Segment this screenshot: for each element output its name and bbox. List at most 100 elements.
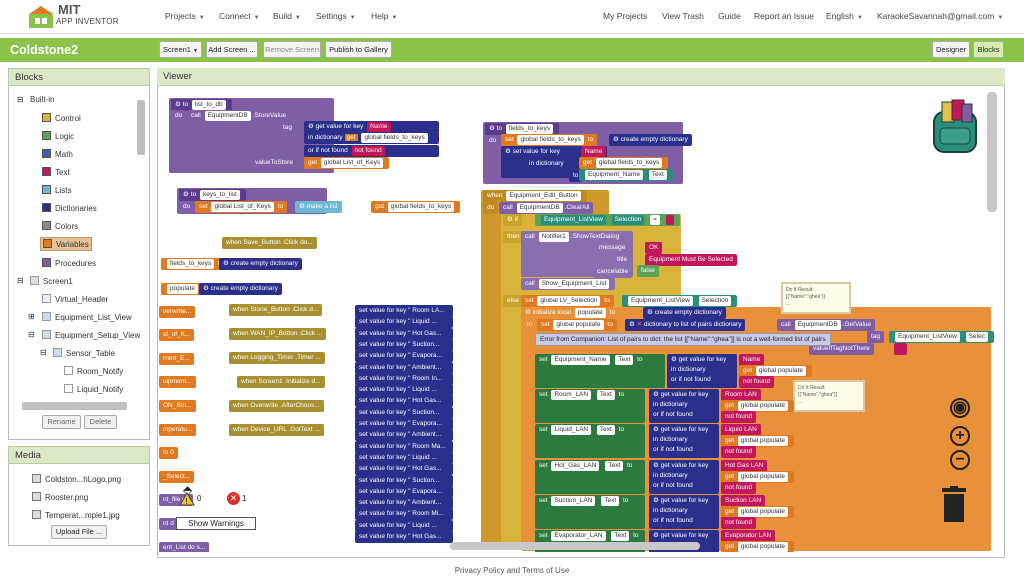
set-lv-selection[interactable]: set global LV_Selection to [521, 295, 614, 307]
set-value-for-key-block[interactable]: set value for key " Room Mi... [355, 508, 453, 521]
set-fields-to-keys[interactable]: set global fields_to_keys to [501, 134, 598, 146]
set-text-row[interactable]: set Hot_Gas_LAN Text to [535, 460, 645, 494]
tree-equipment-list-view[interactable]: Equipment_List_View [42, 312, 132, 322]
set-value-for-key-block[interactable]: set value for key " Ambient... [355, 361, 453, 374]
nav-connect[interactable]: Connect▼ [219, 11, 260, 21]
set-value-for-key-block[interactable]: set value for key " Hot Gas... [355, 463, 453, 476]
delete-button[interactable]: Delete [84, 415, 117, 429]
drawer-dictionaries[interactable]: Dictionaries [42, 203, 97, 213]
proc-header[interactable]: ⚙ to list_to_db [171, 99, 232, 111]
tree-toggle-equipment-list-view[interactable]: ⊞ [28, 312, 35, 321]
key-text[interactable]: Evaporator LAN [721, 530, 776, 542]
do-it-result-note[interactable]: Do It Result:[{"Name":"ghea"}]... [781, 282, 851, 314]
create-empty-dict-trunc[interactable]: ⚙ create empty dictionary [219, 258, 302, 270]
event-header[interactable]: when Equipment_Edit_Button [483, 190, 587, 202]
nav-build[interactable]: Build▼ [273, 11, 301, 21]
tree-liquid-notify[interactable]: Liquid_Notify [64, 384, 123, 394]
compare-block[interactable]: Equipment_ListView Selection = [535, 214, 680, 226]
tree-scrollbar-vertical[interactable] [137, 100, 145, 155]
set-value-for-key-block[interactable]: set value for key " Hot Gas... [355, 395, 453, 408]
get-value-for-key-block[interactable]: ⚙ get value for key Name [304, 121, 439, 133]
event-screen1-initialize[interactable]: when Screen1 .Initialize d... [237, 376, 325, 388]
app-inventor-logo-icon[interactable] [26, 4, 56, 30]
set-value-for-key-block[interactable]: set value for key " Hot Gas... [355, 531, 453, 543]
workspace-scrollbar-vertical[interactable] [987, 92, 997, 212]
not-found-text[interactable]: not found [739, 376, 775, 388]
remove-screen-button[interactable]: Remove Screen [263, 41, 321, 58]
nav-guide[interactable]: Guide [718, 11, 741, 21]
tree-toggle-builtin[interactable]: ⊟ [17, 95, 24, 104]
get-fields-to-keys[interactable]: get global fields_to_keys [579, 157, 669, 169]
get-global-populate[interactable]: get global populate [721, 471, 794, 483]
get-global-populate[interactable]: get global populate [721, 435, 794, 447]
center-workspace-icon[interactable]: ◉ [950, 398, 970, 418]
key-text[interactable]: Liquid LAN [721, 424, 761, 436]
nav-report-issue[interactable]: Report an Issue [754, 11, 815, 21]
drawer-colors[interactable]: Colors [42, 221, 78, 231]
nav-my-projects[interactable]: My Projects [603, 11, 648, 21]
set-value-for-key-block[interactable]: set value for key " Room In... [355, 372, 453, 385]
trash-icon[interactable] [940, 486, 968, 524]
create-empty-dictionary[interactable]: ⚙ create empty dictionary [643, 307, 726, 319]
set-value-for-key-block[interactable]: set value for key " Suction... [355, 474, 453, 487]
drawer-variables[interactable]: Variables [40, 237, 92, 251]
tree-toggle-sensor-table[interactable]: ⊟ [40, 348, 47, 357]
tree-sensor-table[interactable]: Sensor_Table [53, 348, 115, 358]
proc-header[interactable]: ⚙ to keys_to_list [179, 189, 246, 201]
set-value-for-key-block[interactable]: set value for key " Liquid ... [355, 451, 453, 464]
set-value-for-key-block[interactable]: set value for key " Room Ma... [355, 440, 453, 453]
set-value-for-key-block[interactable]: set value for key " Evapora... [355, 418, 453, 430]
not-found-text[interactable]: not found [721, 482, 757, 494]
event-overwrite-after[interactable]: when Overwrite .AfterChoos... [229, 400, 324, 412]
set-value-for-key-block[interactable]: set value for key " Evapora... [355, 350, 453, 363]
set-value-for-key-block[interactable]: set value for key " Liquid ... [355, 316, 453, 329]
key-text[interactable]: Name [739, 354, 765, 366]
set-value-for-key-block[interactable]: set value for key " Liquid ... [355, 519, 453, 532]
set-value-for-key-block[interactable]: set value for key " Hot Gas... [355, 327, 453, 340]
get-fields-to-keys[interactable]: get global fields_to_keys [371, 201, 461, 213]
listview-selection[interactable]: Equipment_ListView Selec [889, 331, 994, 343]
add-screen-button[interactable]: Add Screen ... [206, 41, 258, 58]
media-file[interactable]: Coldston...hLogo.png [32, 474, 121, 484]
zoom-out-icon[interactable]: − [950, 450, 970, 470]
show-warnings-button[interactable]: Show Warnings [176, 517, 256, 530]
not-found-text[interactable]: not found [721, 411, 757, 423]
key-text[interactable]: Room LAN [721, 389, 761, 401]
tree-toggle-screen1[interactable]: ⊟ [17, 276, 24, 285]
drawer-control[interactable]: Control [42, 113, 81, 123]
set-value-for-key-block[interactable]: set value for key " Room LA... [355, 305, 453, 317]
set-global-populate[interactable]: set global populate to [537, 319, 617, 331]
set-text-row[interactable]: set Suction_LAN Text to [535, 495, 645, 529]
event-device-url-gottext[interactable]: when Device_URL .GotText ... [229, 424, 324, 436]
tree-screen1[interactable]: Screen1 [30, 276, 73, 286]
call-show-equipment-list[interactable]: call Show_Equipment_List [521, 278, 616, 290]
if-label[interactable]: ⚙ if [503, 214, 522, 226]
set-text-row[interactable]: set Liquid_LAN Text to [535, 424, 645, 458]
listview-selection[interactable]: Equipment_ListView Selection [622, 295, 738, 307]
proc-header[interactable]: ⚙ to fields_to_keys [485, 123, 560, 135]
event-save-button-click[interactable]: when Save_Button .Click do... [222, 237, 317, 249]
tree-builtin[interactable]: Built-in [30, 95, 55, 104]
blocks-workspace[interactable]: ⚙ to list_to_db do call EquipmentDB.Stor… [159, 90, 1000, 552]
tree-room-notify[interactable]: Room_Notify [64, 366, 123, 376]
set-value-for-key-block[interactable]: set value for key " Evapora... [355, 485, 453, 498]
text-equipment-must-be-selected[interactable]: Equipment Must Be Selected [645, 254, 737, 266]
nav-language[interactable]: English▼ [826, 11, 863, 21]
warning-up-arrow-icon[interactable]: ⬘ [183, 483, 193, 497]
drawer-logic[interactable]: Logic [42, 131, 74, 141]
call-clear-all[interactable]: call EquipmentDB.ClearAll [499, 202, 594, 214]
designer-button[interactable]: Designer [932, 41, 970, 58]
rename-button[interactable]: Rename [42, 415, 81, 429]
collapsed-block[interactable]: nt d [159, 518, 178, 530]
set-fields-to-keys-trunc[interactable]: fields_to_keys to [161, 258, 228, 270]
tree-equipment-setup-view[interactable]: Equipment_Setup_View [42, 330, 140, 340]
text-name[interactable]: Name [581, 146, 607, 158]
event-stone-button-click[interactable]: when Stone_Button .Click d... [229, 304, 323, 316]
tree-virtual-header[interactable]: Virtual_Header [42, 294, 108, 304]
collapsed-block[interactable]: rrent_E... [159, 353, 194, 365]
drawer-text[interactable]: Text [42, 167, 70, 177]
drawer-math[interactable]: Math [42, 149, 73, 159]
media-file[interactable]: Rooster.png [32, 492, 88, 502]
